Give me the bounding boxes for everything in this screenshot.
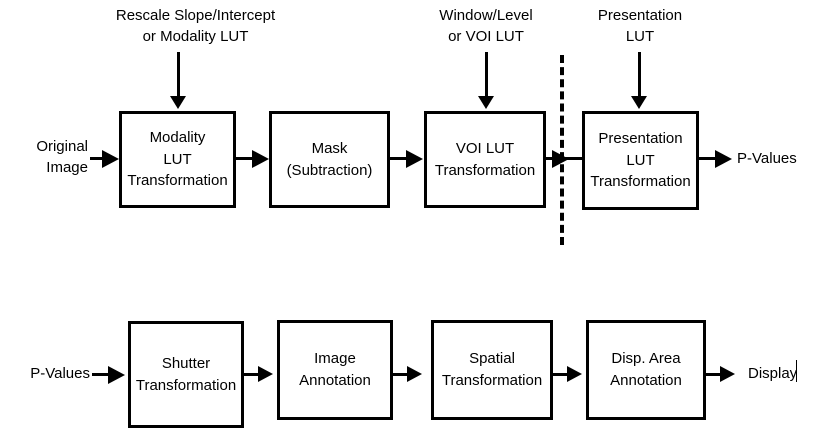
image-annotation-line2: Annotation [299,372,371,389]
shutter-to-image-annotation-arrow-shaft [244,373,266,376]
rescale-annotation-line2: or Modality LUT [142,28,249,46]
presentation-lut-transformation-box[interactable]: Presentation LUT Transformation [582,111,699,210]
text-cursor-icon [796,360,797,382]
rescale-annotation-label: Rescale Slope/Intercept or Modality LUT [63,5,328,48]
window-level-arrow-shaft [485,52,488,98]
presentation-lut-arrow-head-icon [631,96,647,109]
rescale-arrow-shaft [177,52,180,98]
mask-subtraction-box[interactable]: Mask (Subtraction) [269,111,390,208]
voi-lut-line2: Transformation [434,161,536,179]
presentation-lut-arrow-shaft [638,52,641,98]
spatial-line1: Spatial [469,350,515,368]
rescale-arrow-head-icon [170,96,186,109]
spatial-transformation-box[interactable]: Spatial Transformation [431,320,553,420]
display-area-annotation-box[interactable]: Disp. Area Annotation [586,320,706,420]
presentation-lut-annotation-line1: Presentation [597,7,683,24]
image-annotation-box[interactable]: Image Annotation [277,320,393,420]
presentation-to-pvalues-arrow-shaft [699,157,721,160]
presentation-lut-line2: LUT [626,151,655,169]
mask-line1: Mask [311,139,348,157]
shutter-to-image-annotation-arrow-head-icon [258,366,273,382]
display-area-to-display-arrow-head-icon [720,366,735,382]
mask-line2: (Subtraction) [286,161,373,179]
display-area-line1: Disp. Area [611,350,681,368]
shutter-line1: Shutter [161,354,211,372]
window-level-annotation-line1: Window/Level [439,7,533,24]
presentation-lut-line1: Presentation [598,129,683,147]
original-image-label: Original Image [0,136,88,179]
mask-to-voi-arrow-head-icon [406,150,423,168]
pvalues-to-shutter-arrow-shaft [92,373,114,376]
modality-lut-line2: LUT [163,150,192,168]
display-area-to-display-arrow-shaft [706,373,728,376]
mask-to-voi-arrow-shaft [390,157,412,160]
original-image-line1: Original [36,138,88,155]
spatial-to-display-area-arrow-shaft [553,373,575,376]
pvalues-to-shutter-arrow-head-icon [108,366,125,384]
voi-lut-transformation-box[interactable]: VOI LUT Transformation [424,111,546,208]
presentation-to-pvalues-arrow-head-icon [715,150,732,168]
display-out-label: Display [748,365,798,382]
image-annotation-line1: Image [314,350,356,368]
window-level-annotation-label: Window/Level or VOI LUT [406,5,566,48]
voi-lut-line1: VOI LUT [455,139,515,157]
window-level-arrow-head-icon [478,96,494,109]
modality-to-mask-arrow-head-icon [252,150,269,168]
shutter-transformation-box[interactable]: Shutter Transformation [128,321,244,428]
spatial-to-display-area-arrow-head-icon [567,366,582,382]
original-image-arrow-shaft [90,157,106,160]
window-level-annotation-line2: or VOI LUT [448,28,524,46]
image-annotation-to-spatial-arrow-shaft [393,373,415,376]
original-image-arrow-head-icon [102,150,119,168]
rescale-annotation-line1: Rescale Slope/Intercept [115,7,276,24]
modality-to-mask-arrow-shaft [236,157,258,160]
pipeline-divider-dashed-line [560,55,564,245]
p-values-out-label: P-Values [737,150,797,167]
spatial-line2: Transformation [441,372,543,389]
original-image-line2: Image [46,159,88,177]
presentation-lut-annotation-label: Presentation LUT [570,5,710,48]
p-values-in-label: P-Values [30,365,90,382]
modality-lut-line1: Modality [149,128,206,146]
presentation-lut-line3: Transformation [590,173,691,191]
presentation-lut-annotation-line2: LUT [625,28,655,46]
modality-lut-line3: Transformation [127,172,228,190]
shutter-line2: Transformation [135,376,237,394]
modality-lut-transformation-box[interactable]: Modality LUT Transformation [119,111,236,208]
image-annotation-to-spatial-arrow-head-icon [407,366,422,382]
display-area-line2: Annotation [610,372,682,389]
